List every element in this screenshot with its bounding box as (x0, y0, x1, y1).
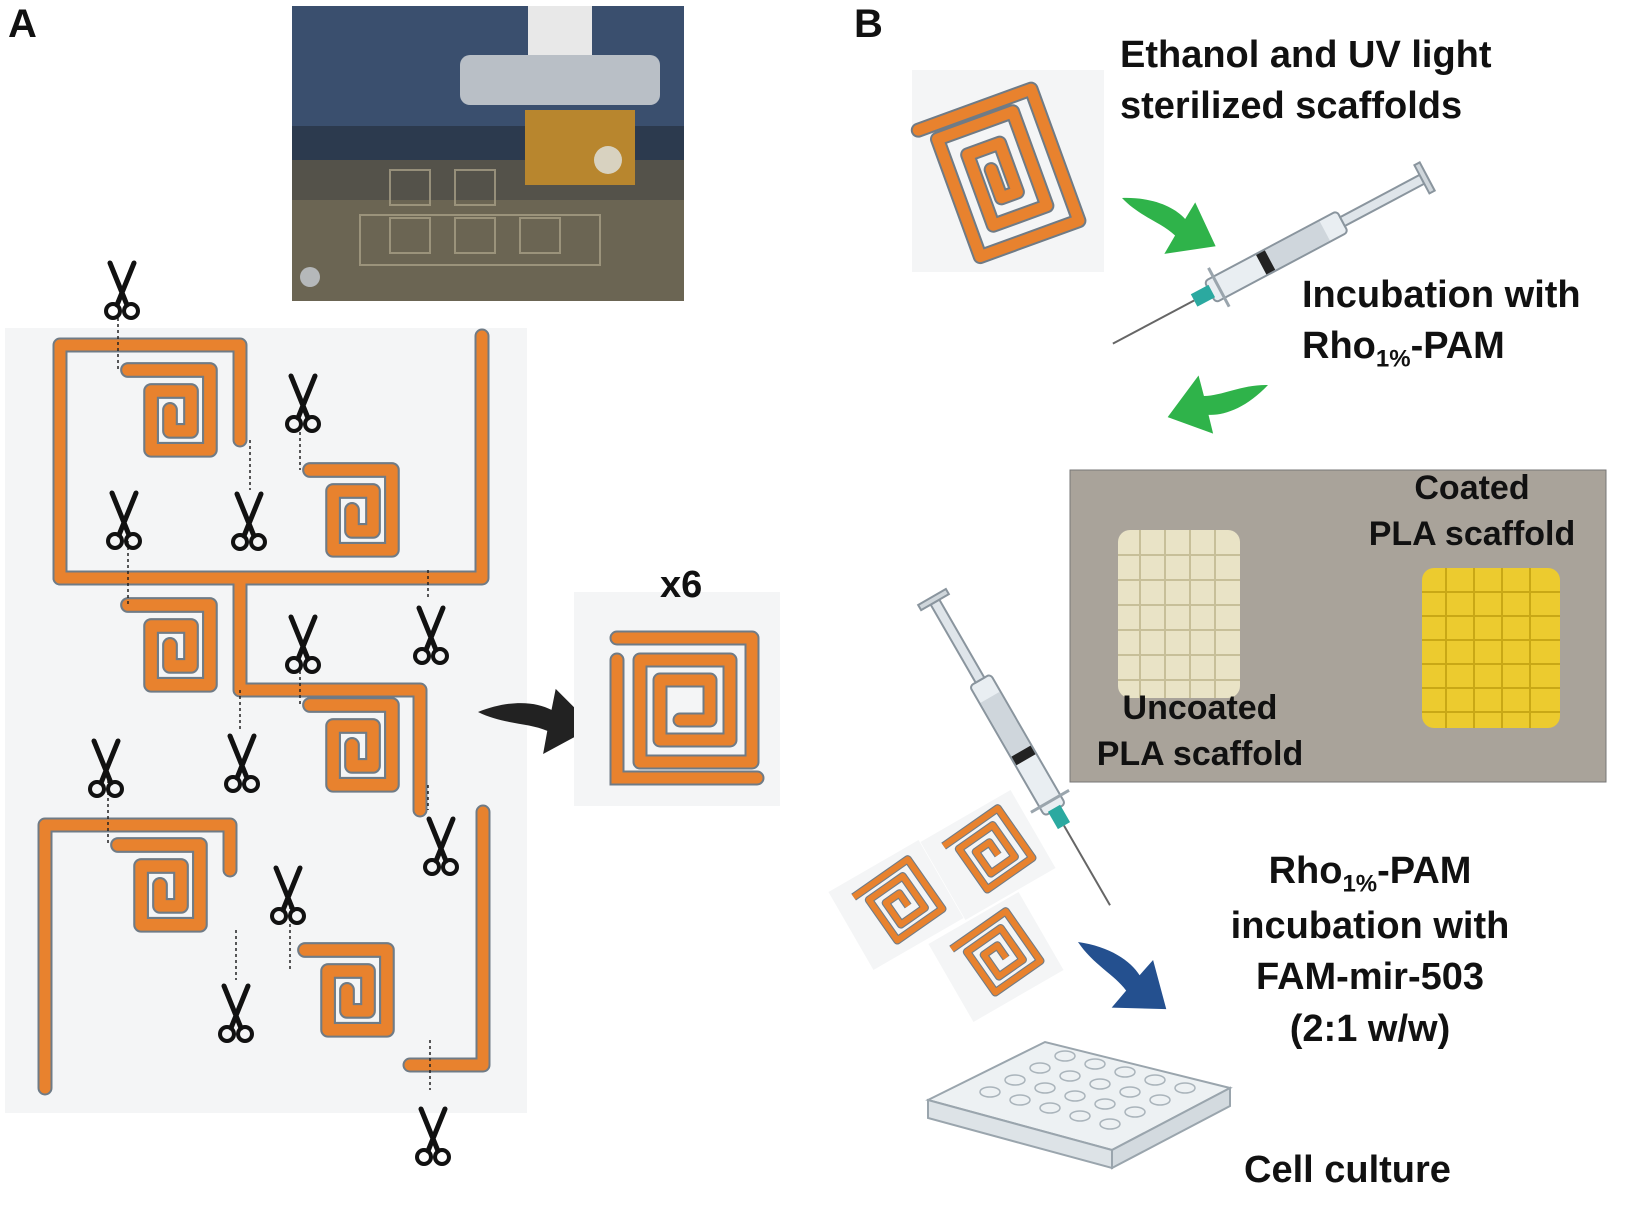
green-arrow-1-icon (1109, 178, 1228, 270)
uncoated-line2: PLA scaffold (1096, 734, 1304, 773)
green-arrow-2-icon (1157, 350, 1277, 449)
multiplier-label: x6 (660, 564, 703, 606)
step1-label: Ethanol and UV light sterilized scaffold… (1120, 30, 1492, 133)
panel-a-letter: A (8, 2, 37, 46)
step2-subscript: 1% (1375, 345, 1411, 373)
step3-line3: FAM-mir-503 (1255, 956, 1485, 999)
step3-label: Rho1%-PAM incubation with FAM-mir-503 (2… (1200, 846, 1540, 1055)
step3-line4: (2:1 w/w) (1289, 1007, 1451, 1050)
scaffold-photo (1069, 469, 1607, 783)
printer-photo (292, 6, 684, 301)
coated-label: Coated PLA scaffold (1352, 466, 1592, 558)
coated-line2: PLA scaffold (1368, 514, 1576, 553)
coated-line1: Coated (1414, 469, 1530, 507)
step3-line1: Rho1%-PAM (1200, 846, 1540, 901)
step2-line2: Rho1%-PAM (1302, 321, 1581, 376)
step3-pam: -PAM (1377, 850, 1472, 892)
uncoated-label: Uncoated PLA scaffold (1080, 686, 1320, 778)
coated-scaffold-pieces (828, 790, 1064, 1022)
step2-pam: -PAM (1410, 325, 1505, 368)
step2-rho: Rho (1302, 325, 1376, 368)
step2-label: Incubation with Rho1%-PAM (1302, 270, 1581, 376)
step2-line1: Incubation with (1302, 274, 1581, 316)
scaffold-sheet (5, 328, 527, 1113)
well-plate-icon (925, 1040, 1233, 1170)
step1-line1: Ethanol and UV light (1120, 34, 1492, 76)
step1-line2: sterilized scaffolds (1120, 85, 1463, 128)
step3-subscript: 1% (1342, 870, 1378, 898)
step4-label: Cell culture (1244, 1149, 1451, 1191)
panel-b-letter: B (854, 2, 883, 46)
uncoated-line1: Uncoated (1122, 689, 1278, 727)
step3-rho: Rho (1268, 850, 1343, 892)
step3-line2: incubation with (1230, 904, 1510, 947)
blue-arrow-icon (1058, 922, 1185, 1032)
